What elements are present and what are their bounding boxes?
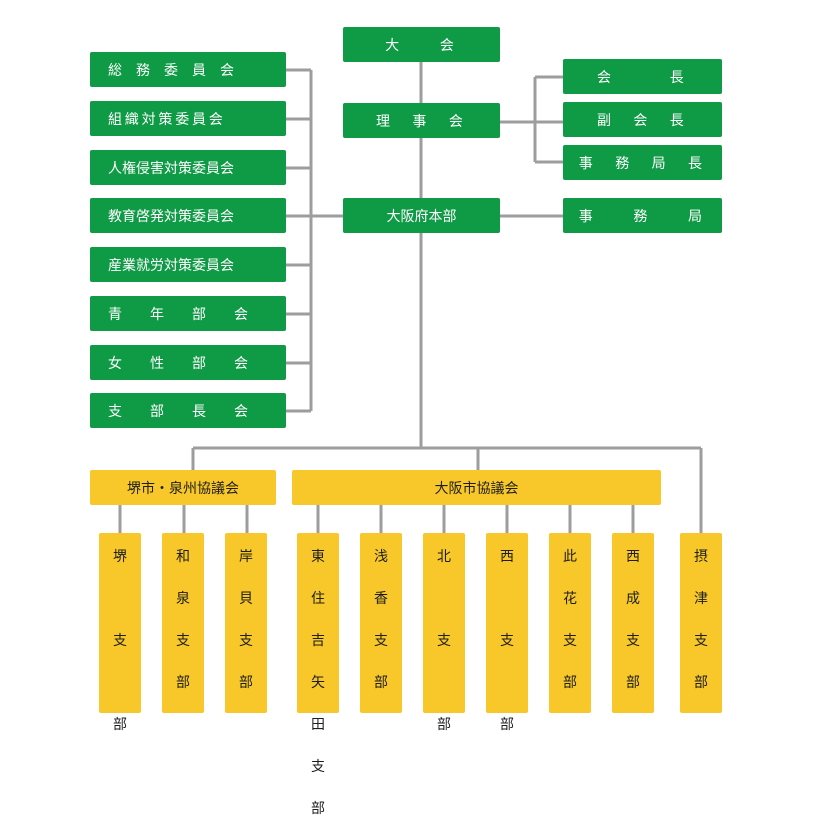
committee-industry-labor: 産業就労対策委員会 bbox=[90, 247, 286, 282]
committee-organization: 組織対策委員会 bbox=[90, 101, 286, 136]
branch-izumi: 和泉支部 bbox=[162, 533, 204, 713]
taikai-box: 大 会 bbox=[343, 27, 500, 62]
sakai-senshu-council: 堺市・泉州協議会 bbox=[90, 470, 276, 505]
branch-nishi: 西 支 部 bbox=[486, 533, 528, 733]
committee-general-affairs: 総 務 委 員 会 bbox=[90, 52, 286, 87]
president-box: 会 長 bbox=[563, 59, 722, 94]
branch-kita: 北 支 部 bbox=[423, 533, 465, 733]
branch-nishinari: 西成支部 bbox=[612, 533, 654, 713]
branch-sakai: 堺 支 部 bbox=[99, 533, 141, 733]
secretary-general-box: 事 務 局 長 bbox=[563, 145, 722, 180]
committee-education: 教育啓発対策委員会 bbox=[90, 198, 286, 233]
youth-section: 青 年 部 会 bbox=[90, 296, 286, 331]
branch-settsu: 摂津支部 bbox=[680, 533, 722, 713]
branch-asaka: 浅香支部 bbox=[360, 533, 402, 713]
secretariat-box: 事 務 局 bbox=[563, 198, 722, 233]
connector-lines bbox=[118, 62, 703, 533]
women-section: 女 性 部 会 bbox=[90, 345, 286, 380]
osaka-city-council: 大阪市協議会 bbox=[292, 470, 661, 505]
vice-president-box: 副 会 長 bbox=[563, 102, 722, 137]
committee-human-rights: 人権侵害対策委員会 bbox=[90, 150, 286, 185]
branch-chiefs-council: 支 部 長 会 bbox=[90, 393, 286, 428]
branch-konohana: 此花支部 bbox=[549, 533, 591, 713]
honbu-box: 大阪府本部 bbox=[343, 198, 500, 233]
rijikai-box: 理 事 会 bbox=[343, 103, 500, 138]
branch-kishikai: 岸貝支部 bbox=[225, 533, 267, 713]
branch-higashisumiyoshi-yata: 東住吉矢田支部 bbox=[297, 533, 339, 817]
